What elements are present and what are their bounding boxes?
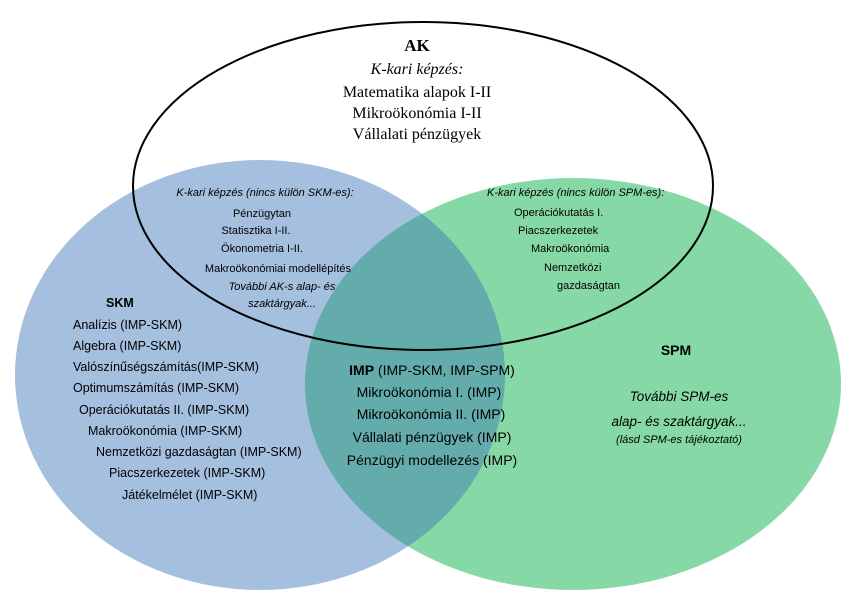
imp-item-3: Vállalati pénzügyek (IMP) bbox=[353, 429, 512, 445]
ak-spm-item-5: gazdaságtan bbox=[557, 280, 620, 292]
ak-item-1: Matematika alapok I-II bbox=[343, 84, 491, 101]
ak-spm-item-2: Piacszerkezetek bbox=[518, 225, 599, 237]
skm-item-5: Operációkutatás II. (IMP-SKM) bbox=[79, 403, 249, 417]
skm-item-8: Piacszerkezetek (IMP-SKM) bbox=[109, 466, 265, 480]
ak-skm-item-3: Ökonometria I-II. bbox=[221, 243, 303, 255]
ak-spm-heading: K-kari képzés (nincs külön SPM-es): bbox=[487, 187, 664, 199]
skm-item-1: Analízis (IMP-SKM) bbox=[73, 318, 182, 332]
spm-line-1: További SPM-es bbox=[630, 389, 729, 404]
skm-item-3: Valószínűségszámítás(IMP-SKM) bbox=[73, 360, 259, 374]
imp-title-rest: (IMP-SKM, IMP-SPM) bbox=[374, 362, 515, 378]
ak-spm-item-4: Nemzetközi bbox=[544, 262, 601, 274]
imp-item-1: Mikroökonómia I. (IMP) bbox=[357, 384, 502, 400]
spm-line-2: alap- és szaktárgyak... bbox=[611, 414, 746, 429]
ak-item-3: Vállalati pénzügyek bbox=[353, 126, 481, 143]
ak-skm-heading: K-kari képzés (nincs külön SKM-es): bbox=[176, 187, 353, 199]
ak-ellipse bbox=[132, 21, 714, 351]
skm-item-9: Játékelmélet (IMP-SKM) bbox=[122, 488, 257, 502]
skm-title: SKM bbox=[106, 296, 134, 310]
ak-spm-item-1: Operációkutatás I. bbox=[514, 207, 603, 219]
imp-item-4: Pénzügyi modellezés (IMP) bbox=[347, 452, 517, 468]
skm-region: SKM Analízis (IMP-SKM) Algebra (IMP-SKM)… bbox=[73, 296, 302, 502]
ak-spm-item-3: Makroökonómia bbox=[531, 243, 610, 255]
ak-region: AK K-kari képzés: Matematika alapok I-II… bbox=[343, 36, 491, 143]
skm-item-6: Makroökonómia (IMP-SKM) bbox=[88, 424, 242, 438]
ak-skm-item-1: Pénzügytan bbox=[233, 208, 291, 220]
ak-skm-more-1: További AK-s alap- és bbox=[229, 281, 336, 293]
skm-spm-overlap bbox=[305, 178, 505, 590]
skm-item-4: Optimumszámítás (IMP-SKM) bbox=[73, 381, 239, 395]
imp-region: IMP (IMP-SKM, IMP-SPM) Mikroökonómia I. … bbox=[347, 362, 517, 468]
imp-title-line: IMP (IMP-SKM, IMP-SPM) bbox=[349, 362, 515, 378]
spm-region: SPM További SPM-es alap- és szaktárgyak.… bbox=[611, 342, 746, 446]
skm-item-7: Nemzetközi gazdaságtan (IMP-SKM) bbox=[96, 445, 302, 459]
ak-skm-region: K-kari képzés (nincs külön SKM-es): Pénz… bbox=[176, 187, 353, 310]
ak-title: AK bbox=[404, 36, 430, 55]
imp-item-2: Mikroökonómia II. (IMP) bbox=[357, 406, 506, 422]
ak-subtitle: K-kari képzés: bbox=[370, 61, 464, 78]
ak-skm-item-4: Makroökonómiai modellépítés bbox=[205, 263, 352, 275]
ak-spm-region: K-kari képzés (nincs külön SPM-es): Oper… bbox=[487, 187, 664, 292]
ak-item-2: Mikroökonómia I-II bbox=[352, 105, 481, 122]
ak-skm-item-2: Statisztika I-II. bbox=[221, 225, 290, 237]
skm-item-2: Algebra (IMP-SKM) bbox=[73, 339, 181, 353]
spm-title: SPM bbox=[661, 342, 691, 358]
imp-title: IMP bbox=[349, 362, 374, 378]
spm-note: (lásd SPM-es tájékoztató) bbox=[616, 434, 742, 446]
ak-skm-more-2: szaktárgyak... bbox=[248, 298, 316, 310]
